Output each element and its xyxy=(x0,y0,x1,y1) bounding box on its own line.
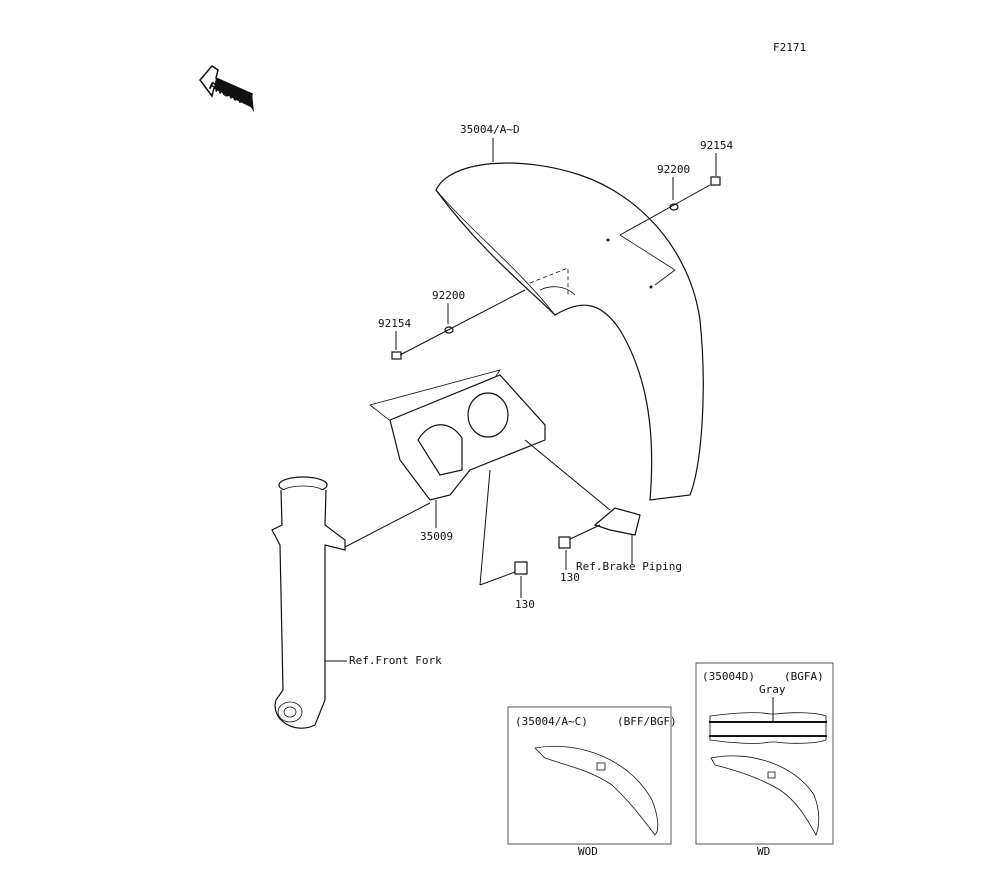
brake-clamp xyxy=(593,507,641,536)
bolt-right-icon xyxy=(710,176,721,186)
inset-caption: WOD xyxy=(578,845,598,858)
fender-bracket xyxy=(369,369,546,501)
callout-bolt-right: 92154 xyxy=(700,139,733,152)
callout-bracket: 35009 xyxy=(420,530,453,543)
front-arrow-icon: FRONT xyxy=(199,65,254,112)
bolt-bottom-icon xyxy=(514,561,528,575)
inset-stripe-label: Gray xyxy=(759,683,786,696)
inset-color-codes: (BGFA) xyxy=(784,670,824,683)
inset-variant-wd: (35004D) (BGFA) Gray WD xyxy=(695,662,834,858)
callout-fender: 35004/A~D xyxy=(460,123,520,136)
callout-washer-right: 92200 xyxy=(657,163,690,176)
callout-front-fork: Ref.Front Fork xyxy=(349,654,442,667)
inset-caption: WD xyxy=(757,845,770,858)
bolt-left-icon xyxy=(391,351,402,360)
figure-id: F2171 xyxy=(773,41,806,54)
callout-bolt-brake: 130 xyxy=(560,571,580,584)
front-fender xyxy=(435,162,704,501)
callout-bolt-left: 92154 xyxy=(378,317,411,330)
inset-part-number: (35004/A~C) xyxy=(515,715,588,728)
inset-variant-wod: (35004/A~C) (BFF/BGF) WOD xyxy=(507,706,677,858)
callout-brake-piping: Ref.Brake Piping xyxy=(576,560,682,573)
inset-color-codes: (BFF/BGF) xyxy=(617,715,677,728)
callout-bolt-bottom: 130 xyxy=(515,598,535,611)
bolt-brake-icon xyxy=(558,536,571,549)
callout-washer-left: 92200 xyxy=(432,289,465,302)
inset-part-number: (35004D) xyxy=(702,670,755,683)
front-fork xyxy=(271,476,346,729)
